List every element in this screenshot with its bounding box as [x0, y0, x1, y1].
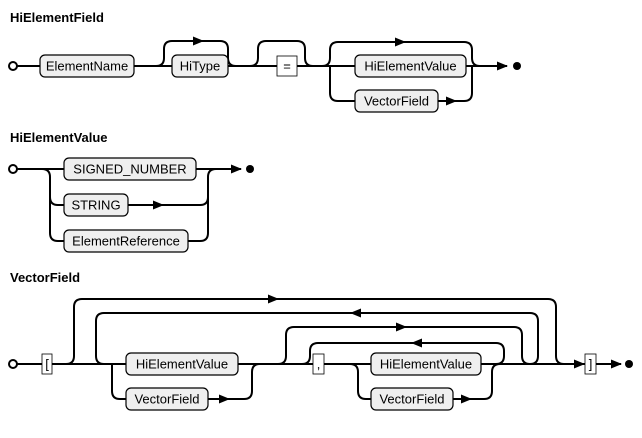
- node-vectorfield: [354, 89, 439, 113]
- terminal-open-bracket: [41, 353, 53, 375]
- choice-path: [329, 66, 355, 102]
- arrow: [153, 200, 164, 210]
- node-hitype-label: HiType: [180, 59, 220, 74]
- arrow: [574, 359, 585, 369]
- arrow: [350, 308, 361, 318]
- arrow: [231, 164, 242, 174]
- diagram-hielementfield: HiElementField ElementName HiType = HiEl…: [8, 10, 521, 113]
- node-hielementvalue-label: HiElementValue: [136, 357, 228, 372]
- arrow: [395, 37, 406, 47]
- node-vectorfield-label: VectorField: [364, 94, 429, 109]
- diagram-hielementvalue: HiElementValue SIGNED_NUMBER STRING Elem…: [8, 130, 254, 253]
- node-string-label: STRING: [71, 198, 120, 213]
- arrow: [446, 96, 457, 106]
- node-elementname: [39, 54, 135, 78]
- terminal-equals: [276, 55, 298, 77]
- bypass-path: [249, 40, 314, 67]
- node-elementreference: [63, 229, 189, 253]
- terminal-comma-label: ,: [317, 357, 321, 372]
- choice-path: [453, 363, 501, 400]
- end-marker: [513, 62, 521, 70]
- node-hielementvalue-2-label: HiElementValue: [380, 357, 472, 372]
- end-marker: [246, 165, 254, 173]
- diagram-title: HiElementValue: [10, 130, 108, 145]
- arrow: [611, 359, 622, 369]
- node-vectorfield-label: VectorField: [134, 392, 199, 407]
- end-marker: [625, 360, 633, 368]
- terminal-comma: [312, 353, 325, 375]
- choice-path: [41, 168, 64, 206]
- arrow: [497, 61, 508, 71]
- node-hielementvalue-label: HiElementValue: [364, 59, 456, 74]
- node-vectorfield-2-label: VectorField: [379, 392, 444, 407]
- terminal-close-bracket-label: ]: [589, 357, 593, 372]
- start-marker: [8, 359, 18, 369]
- diagram-vectorfield: VectorField [: [8, 270, 633, 411]
- choice-path: [438, 66, 473, 102]
- node-vectorfield: [125, 387, 209, 411]
- node-string: [63, 193, 129, 217]
- choice-path: [188, 197, 209, 242]
- arrow: [268, 294, 279, 304]
- node-hielementvalue: [125, 352, 239, 376]
- arrow: [461, 394, 472, 404]
- node-hitype: [171, 54, 229, 78]
- diagram-title: VectorField: [10, 270, 80, 285]
- bypass-path: [65, 298, 565, 365]
- choice-path: [349, 363, 371, 400]
- arrow: [219, 394, 230, 404]
- node-signed-number-label: SIGNED_NUMBER: [73, 162, 186, 177]
- node-hielementvalue: [354, 54, 467, 78]
- terminal-open-bracket-label: [: [45, 357, 49, 372]
- choice-path: [208, 363, 261, 400]
- terminal-equals-label: =: [283, 59, 291, 74]
- choice-path: [49, 197, 64, 242]
- node-elementreference-label: ElementReference: [72, 234, 180, 249]
- arrow: [411, 338, 422, 348]
- loop-path: [95, 312, 539, 365]
- loop-path: [301, 342, 505, 365]
- node-elementname-label: ElementName: [46, 59, 128, 74]
- node-hielementvalue-2: [370, 352, 482, 376]
- node-signed-number: [63, 157, 197, 181]
- choice-path: [111, 364, 126, 400]
- arrow: [193, 36, 204, 46]
- start-marker: [8, 164, 18, 174]
- terminal-close-bracket: [584, 353, 597, 375]
- start-marker: [8, 61, 18, 71]
- diagram-title: HiElementField: [10, 10, 104, 25]
- node-vectorfield-2: [370, 387, 454, 411]
- arrow: [396, 322, 407, 332]
